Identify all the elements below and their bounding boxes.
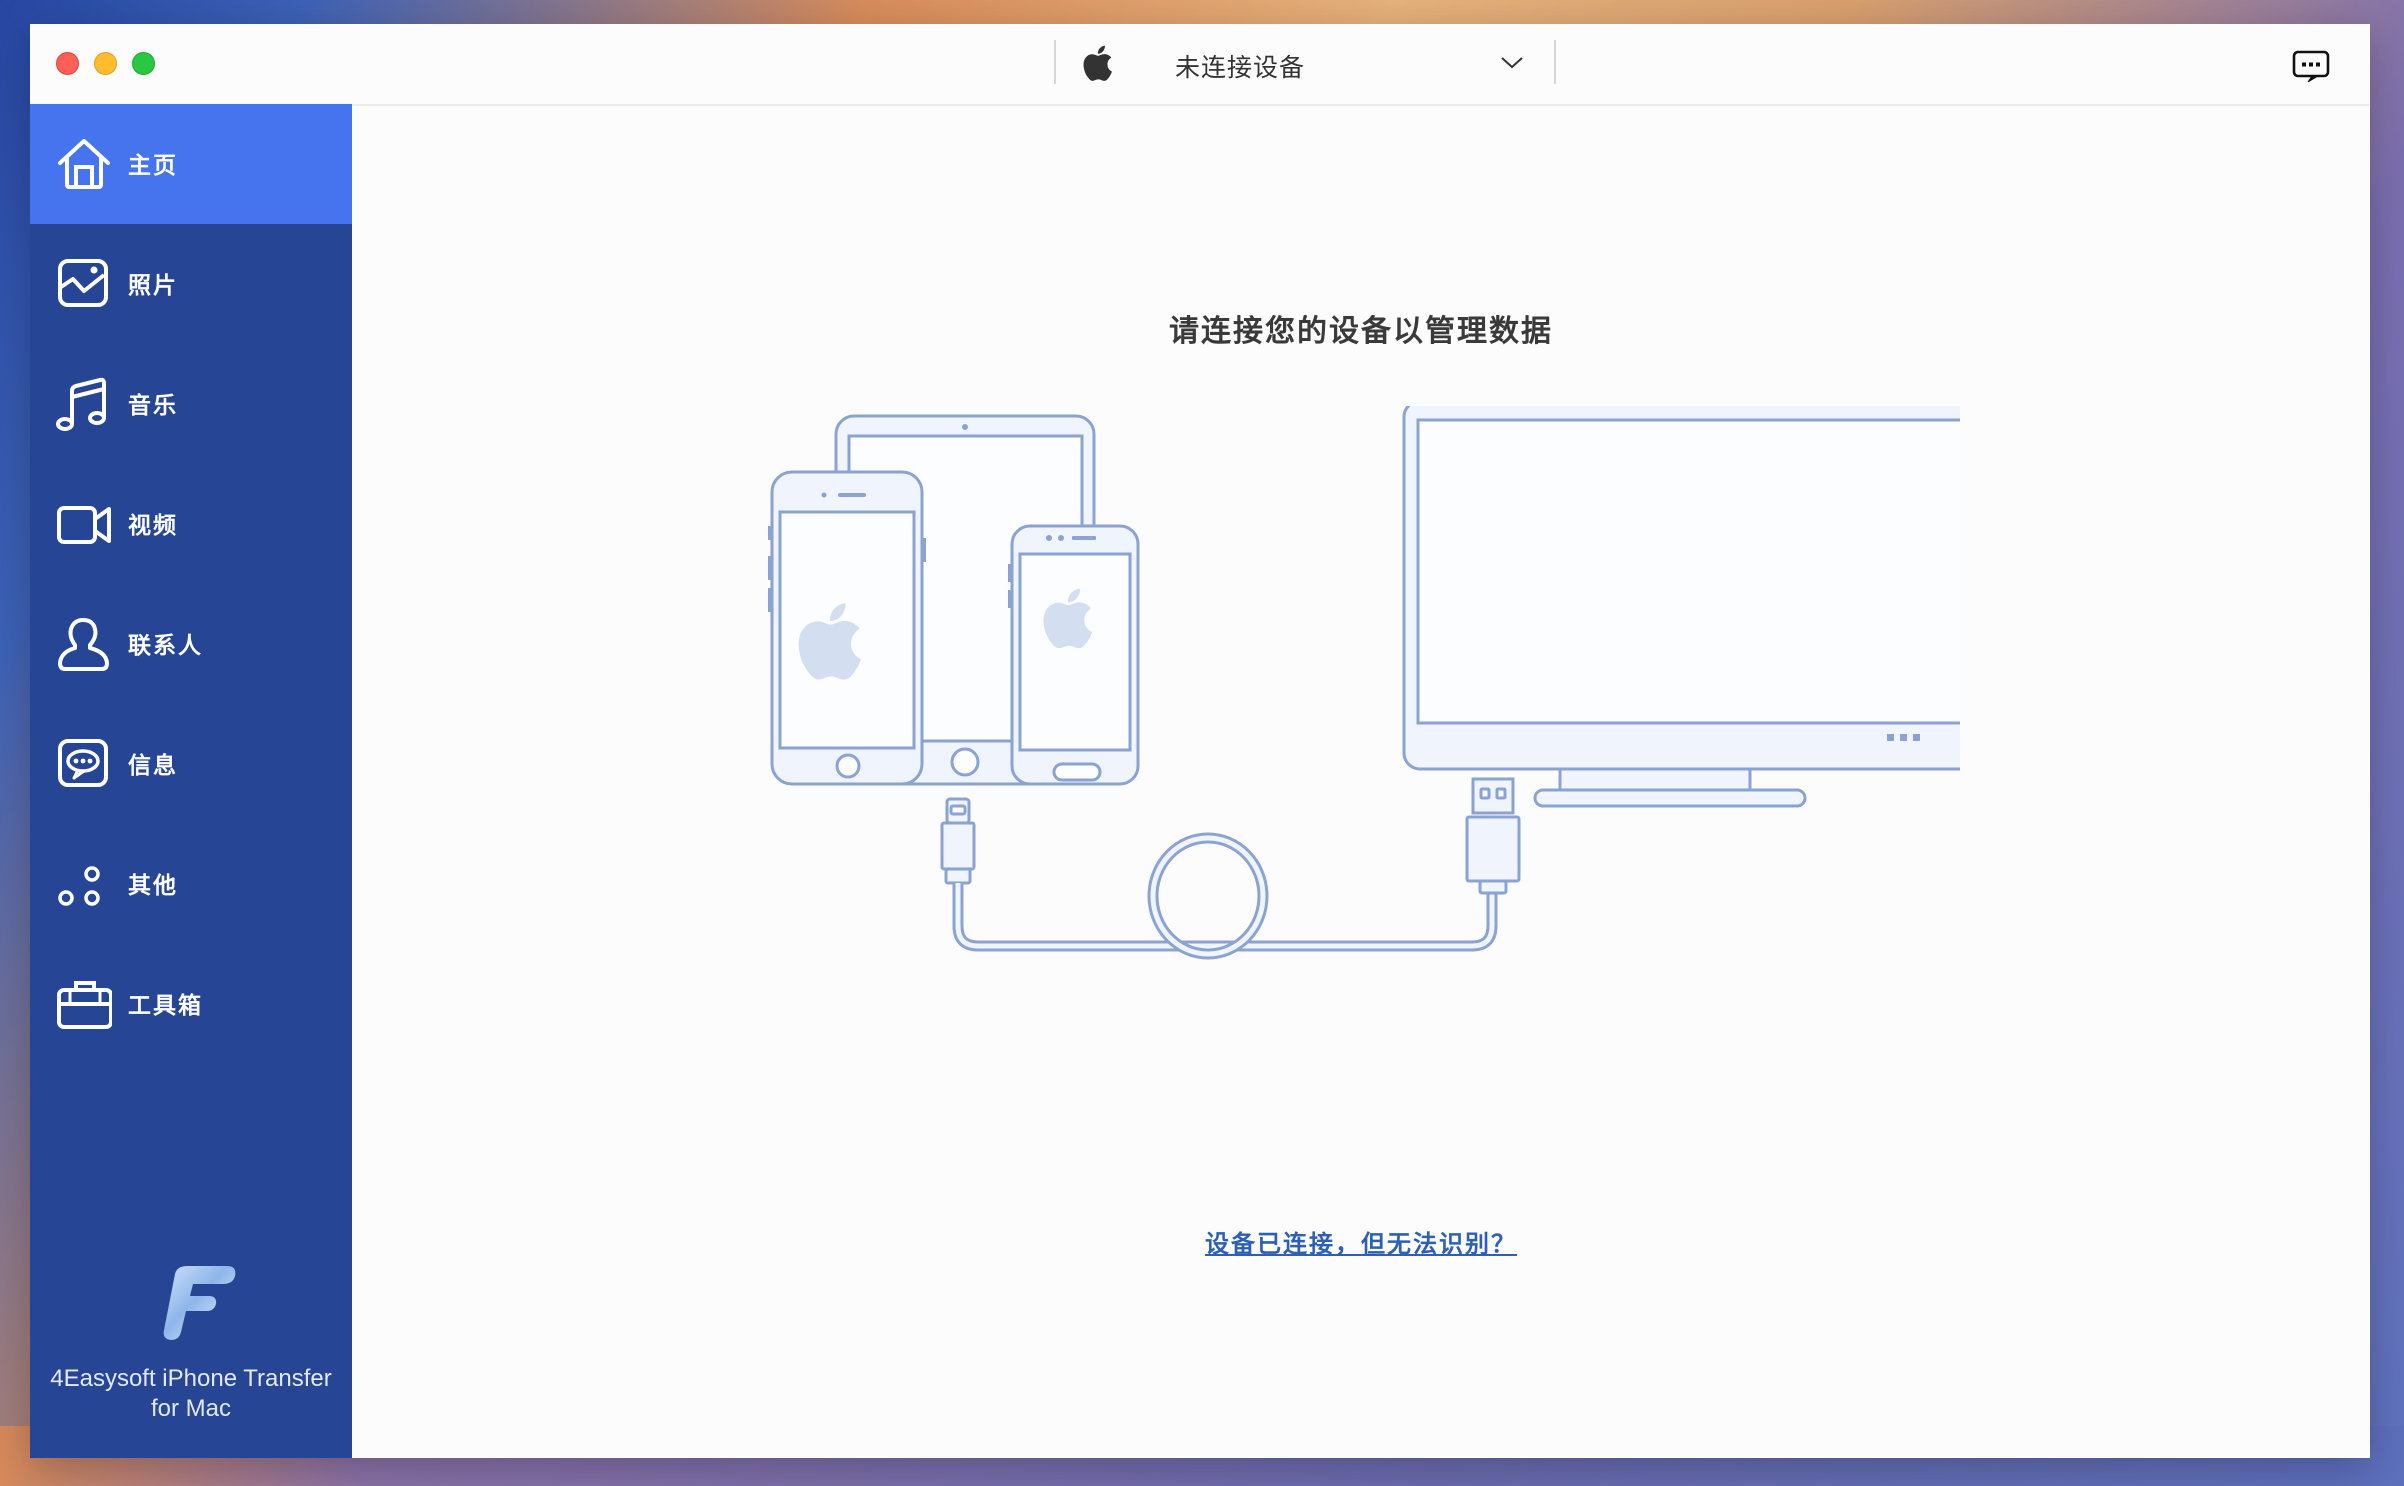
help-link-container: 设备已连接，但无法识别？	[352, 1224, 2370, 1259]
sidebar-item-music[interactable]: 音乐	[30, 344, 352, 464]
main-content: 请连接您的设备以管理数据	[352, 106, 2370, 1458]
app-window: 未连接设备 主页	[30, 24, 2370, 1458]
app-name-line1: 4Easysoft iPhone Transfer	[50, 1365, 332, 1392]
sidebar-item-label: 信息	[128, 752, 178, 778]
sidebar-item-toolbox[interactable]: 工具箱	[30, 944, 352, 1064]
sidebar-item-label: 照片	[128, 272, 178, 298]
app-name-line2: for Mac	[150, 1395, 231, 1422]
brand: 4Easysoft iPhone Transfer for Mac	[30, 1264, 352, 1424]
sidebar-item-label: 联系人	[128, 632, 203, 658]
music-icon	[56, 377, 106, 431]
sidebar-item-label: 其他	[128, 872, 178, 898]
sidebar-item-home[interactable]: 主页	[30, 104, 352, 224]
sidebar-item-videos[interactable]: 视频	[30, 464, 352, 584]
device-selector-label: 未连接设备	[1175, 54, 1306, 82]
sidebar-item-label: 工具箱	[128, 992, 203, 1018]
minimize-window-button[interactable]	[94, 52, 117, 75]
video-icon	[57, 506, 111, 544]
contact-icon	[58, 618, 109, 671]
message-icon	[58, 739, 108, 787]
home-icon	[58, 139, 110, 189]
sidebar-item-messages[interactable]: 信息	[30, 704, 352, 824]
sidebar-item-others[interactable]: 其他	[30, 824, 352, 944]
sidebar-item-label: 音乐	[128, 392, 178, 418]
toolbox-icon	[57, 981, 112, 1029]
photo-icon	[58, 259, 108, 307]
apple-icon	[1083, 45, 1112, 81]
sidebar: 主页 照片 音乐 视频	[30, 104, 352, 1458]
page-title: 请连接您的设备以管理数据	[1169, 315, 1553, 348]
others-icon	[58, 866, 100, 906]
sidebar-item-photos[interactable]: 照片	[30, 224, 352, 344]
sidebar-item-label: 视频	[128, 512, 178, 538]
chat-bubble-icon[interactable]	[2291, 46, 2331, 86]
chevron-down-icon	[1501, 57, 1523, 69]
app-name: 4Easysoft iPhone Transfer for Mac	[30, 1364, 352, 1424]
device-not-recognized-link[interactable]: 设备已连接，但无法识别？	[1205, 1231, 1517, 1258]
sidebar-item-label: 主页	[128, 152, 178, 178]
usb-connector	[1471, 777, 1515, 815]
close-window-button[interactable]	[56, 52, 79, 75]
app-logo-icon	[163, 1266, 236, 1340]
maximize-window-button[interactable]	[132, 52, 155, 75]
connect-device-illustration	[768, 406, 1960, 960]
title-bar: 未连接设备	[30, 24, 2370, 106]
device-selector-dropdown[interactable]: 未连接设备	[1054, 40, 1556, 84]
sidebar-item-contacts[interactable]: 联系人	[30, 584, 352, 704]
